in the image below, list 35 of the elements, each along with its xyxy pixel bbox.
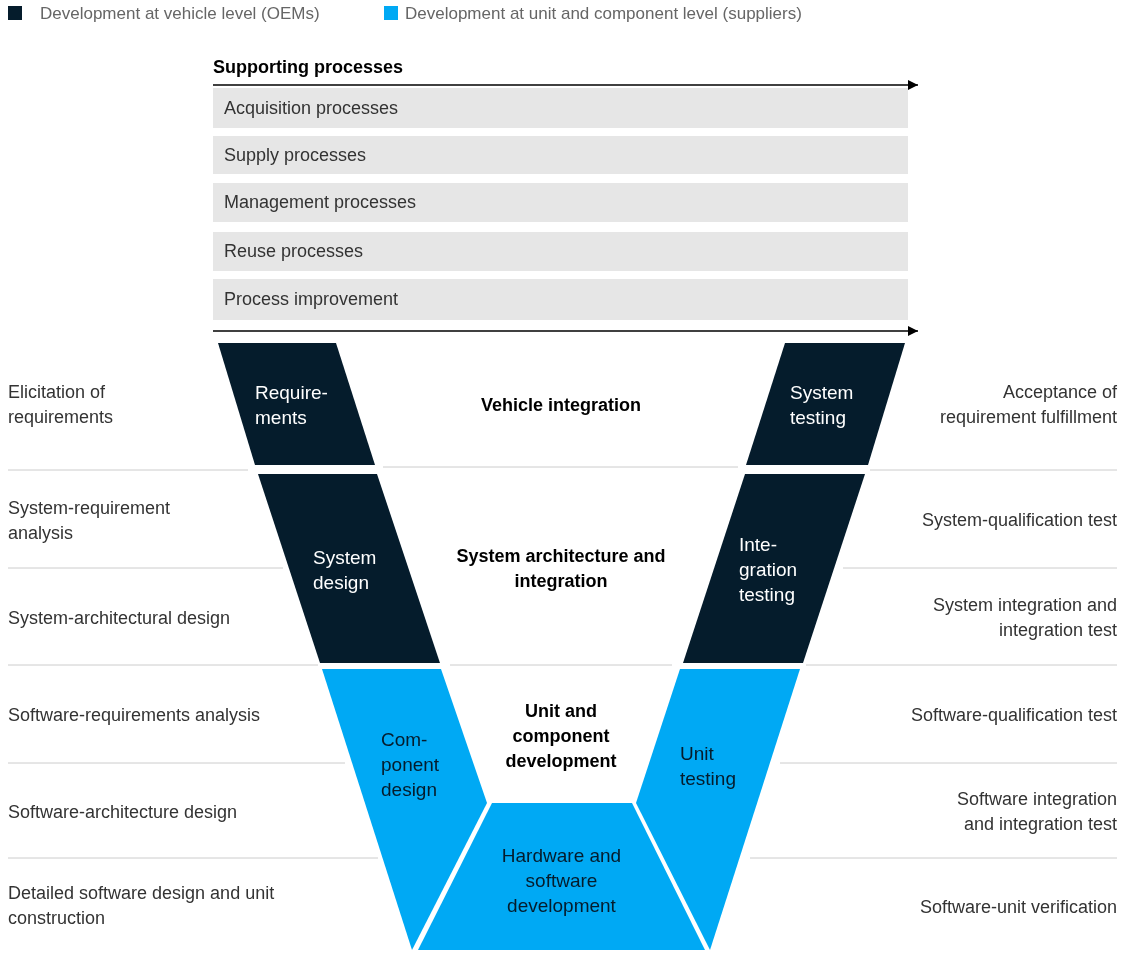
- process-label: Supply processes: [224, 143, 367, 167]
- process-label: Management processes: [224, 191, 417, 214]
- activity-label: Elicitation of requirements: [8, 381, 115, 429]
- stage-label: System design: [313, 546, 378, 595]
- activity-label: System-architectural design: [8, 607, 232, 630]
- process-label: Process improvement: [224, 288, 399, 311]
- activity-label: Acceptance of requirement fulfillment: [938, 381, 1117, 429]
- activity-label: System integration and integration test: [931, 594, 1117, 642]
- level-label: Vehicle integration: [479, 394, 642, 417]
- stage-label: Inte-gration testing: [739, 533, 799, 607]
- activity-label: System-qualification test: [920, 509, 1117, 532]
- process-bar: [213, 88, 908, 128]
- stage-label: Unit testing: [680, 742, 737, 791]
- stage-label: System testing: [790, 381, 855, 430]
- level-label: Unit and component development: [504, 700, 618, 773]
- activity-label: Software integration and integration test: [955, 788, 1117, 836]
- legend-label: Development at unit and component level (suppliers): [405, 3, 802, 25]
- activity-label: Software-unit verification: [918, 896, 1117, 919]
- process-bar: [213, 279, 908, 320]
- stage-label: Hardware and software development: [500, 844, 623, 918]
- process-bar: [213, 232, 908, 271]
- stage-label: Com-ponent design: [381, 728, 441, 802]
- process-bar: [213, 136, 908, 174]
- stage-label: Require-ments: [255, 381, 329, 430]
- activity-label: Software-qualification test: [909, 704, 1117, 727]
- activity-label: Detailed software design and unit construction: [8, 882, 276, 930]
- process-label: Acquisition processes: [224, 96, 399, 120]
- section-heading: Supporting processes: [213, 56, 405, 79]
- process-bar: [213, 183, 908, 222]
- activity-label: Software-architecture design: [8, 801, 239, 824]
- process-label: Reuse processes: [224, 240, 364, 263]
- activity-label: System-requirement analysis: [8, 497, 172, 545]
- level-label: System architecture and integration: [456, 545, 666, 593]
- activity-label: Software-requirements analysis: [8, 704, 262, 727]
- legend-label: Development at vehicle level (OEMs): [40, 3, 320, 25]
